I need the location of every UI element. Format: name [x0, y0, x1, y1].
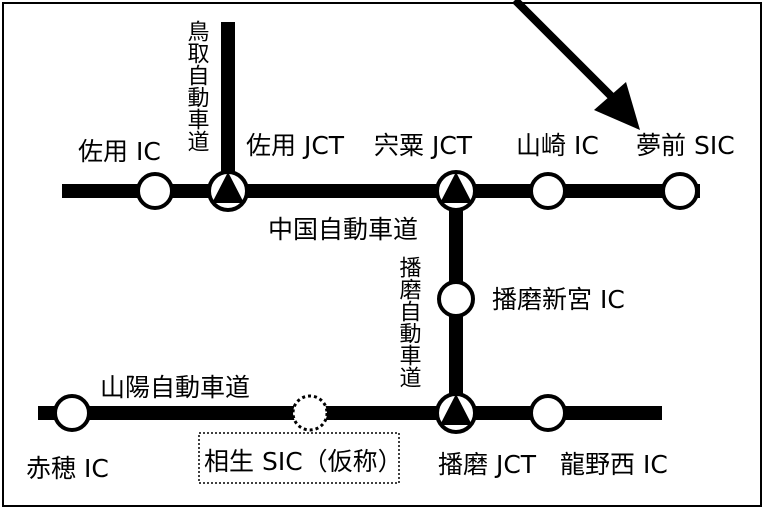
ako-ic-node — [53, 394, 91, 432]
label-sanyo-expressway: 山陽自動車道 — [100, 373, 250, 402]
harima-shingu-ic-node — [437, 280, 475, 318]
label-harima-shingu-ic: 播磨新宮 IC — [492, 285, 625, 314]
label-yamasaki-ic: 山崎 IC — [516, 131, 599, 160]
yumesaki-sic-node — [661, 172, 699, 210]
pointer-arrow — [512, 0, 640, 130]
shiso-jct-node — [435, 170, 477, 212]
label-tottori-expressway: 鳥取自動車道 — [184, 20, 210, 152]
label-sayo-jct: 佐用 JCT — [246, 131, 345, 160]
label-sayo-ic: 佐用 IC — [78, 137, 161, 166]
label-yumesaki-sic: 夢前 SIC — [636, 131, 735, 160]
sayo-jct-node — [207, 170, 249, 212]
aioi-sic-label-box — [198, 432, 400, 484]
label-chugoku-expressway: 中国自動車道 — [268, 215, 418, 244]
label-ako-ic: 赤穂 IC — [26, 454, 109, 483]
label-shiso-jct: 宍粟 JCT — [374, 131, 473, 160]
tatsuno-nishi-ic-node — [529, 394, 567, 432]
label-harima-expressway: 播磨自動車道 — [396, 256, 422, 388]
label-harima-jct: 播磨 JCT — [438, 450, 537, 479]
label-tatsuno-nishi-ic: 龍野西 IC — [560, 450, 668, 479]
harima-jct-node — [435, 392, 477, 434]
sayo-ic-node — [136, 172, 174, 210]
aioi-sic-node — [291, 394, 329, 432]
label-aioi-sic: 相生 SIC（仮称） — [204, 447, 403, 476]
yamasaki-ic-node — [529, 172, 567, 210]
